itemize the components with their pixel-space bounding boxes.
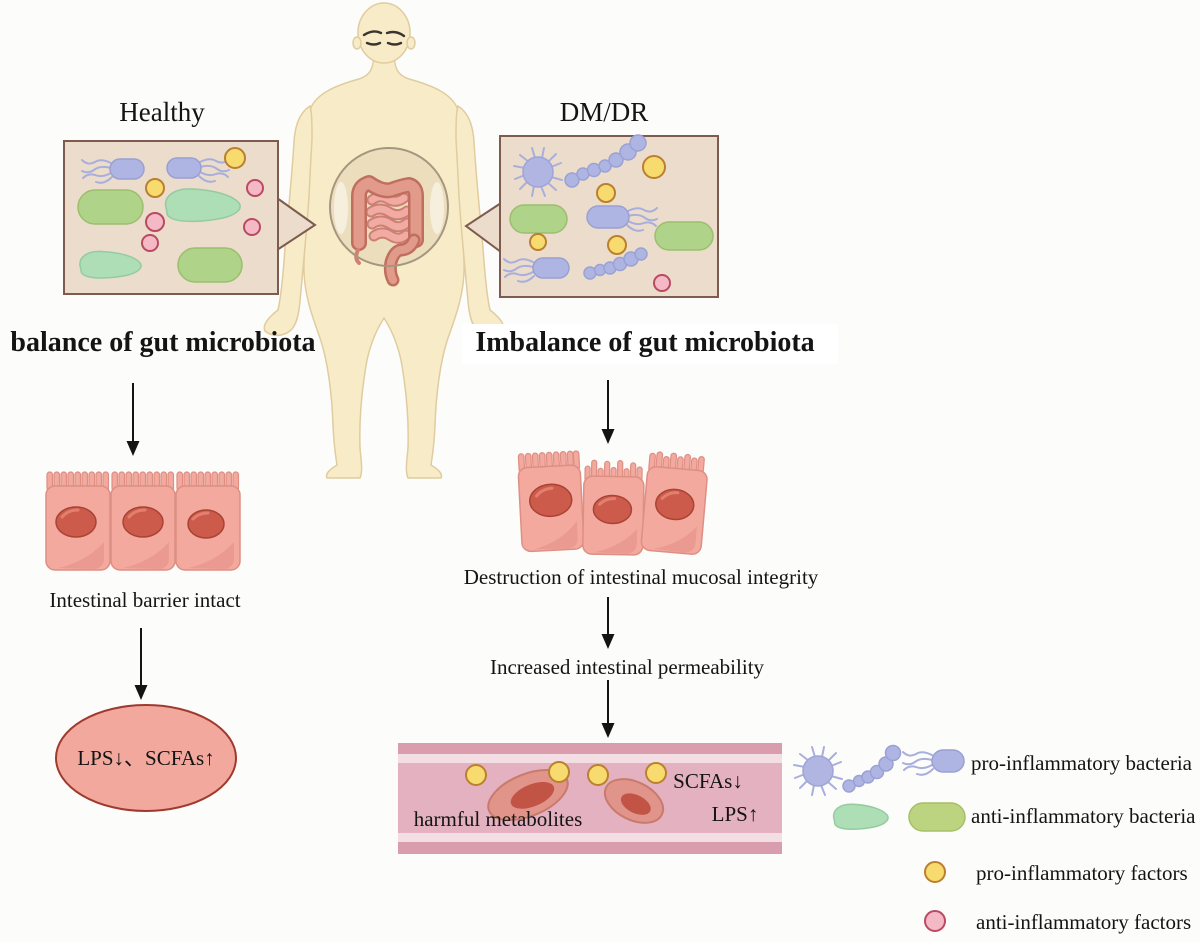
arrow-destruction-to-permeability: [601, 597, 615, 649]
healthy-gut-box: [63, 140, 279, 295]
anti-inflammatory-bacterium-icon: [509, 204, 568, 234]
lps-up-label: LPS↑: [711, 802, 759, 826]
dmdr-gut-box: [499, 134, 719, 298]
pro-inflammatory-bacterium-icon: [902, 749, 965, 776]
legend-icons: [793, 744, 966, 932]
anti-inflammatory-factor-icon: [924, 910, 946, 932]
human-right-ear: [406, 36, 416, 50]
pro-inflammatory-factor-icon: [465, 761, 667, 786]
anti-inflammatory-bacterium-icon: [654, 221, 714, 251]
pro-inflammatory-factor-icon: [924, 861, 946, 883]
dmdr-title: DM/DR: [559, 97, 649, 127]
anti-inflammatory-bacterium-icon: [908, 802, 966, 832]
pro-inflammatory-factor-icon: [642, 155, 666, 179]
legend-label-pro-factors: pro-inflammatory factors: [976, 861, 1188, 885]
imbalance-highlight: [462, 324, 838, 364]
spiky-bacterium-icon: [513, 147, 563, 197]
epithelial-cell: [110, 471, 176, 571]
spiky-bacterium-icon: [793, 746, 843, 796]
balance-label: balance of gut microbiota: [10, 327, 316, 358]
arrow-barrier-to-outcome: [134, 628, 148, 700]
legend-label-pro-bacteria: pro-inflammatory bacteria: [971, 751, 1192, 775]
pro-inflammatory-bacterium-icon: [81, 158, 145, 184]
destruction-caption: Destruction of intestinal mucosal integr…: [463, 565, 819, 589]
epithelial-cell-damaged: [517, 450, 585, 553]
pro-inflammatory-bacterium-icon: [586, 205, 658, 232]
harmful-metabolite-icon: [603, 778, 665, 824]
intact-barrier-illustration: [45, 471, 241, 571]
epithelial-cell-damaged: [582, 459, 645, 556]
damaged-barrier-illustration: [517, 450, 708, 556]
arrow-imbalance-to-destruction: [601, 380, 615, 444]
pro-inflammatory-factor-icon: [224, 147, 246, 169]
pro-inflammatory-bacterium-icon: [503, 257, 570, 283]
pro-inflammatory-factor-icon: [145, 178, 165, 198]
human-left-ear: [352, 36, 362, 50]
anti-inflammatory-factor-icon: [141, 234, 159, 252]
abdomen-magnifier: [329, 147, 449, 287]
scfas-down-label: SCFAs↓: [673, 769, 743, 793]
pro-inflammatory-bacterium-icon: [166, 157, 230, 183]
permeability-caption: Increased intestinal permeability: [489, 655, 765, 679]
intact-barrier-caption: Intestinal barrier intact: [49, 588, 241, 612]
human-face: [362, 30, 406, 46]
flow-arrows: [126, 380, 615, 738]
blood-vessel-illustration: [398, 743, 782, 854]
anti-inflammatory-factor-icon: [243, 218, 261, 236]
anti-inflammatory-factor-icon: [653, 274, 671, 292]
harmful-metabolites-label: harmful metabolites: [413, 807, 583, 831]
chain-bacteria-icon: [842, 744, 902, 793]
pro-inflammatory-factor-icon: [607, 235, 627, 255]
anti-inflammatory-bacterium-icon: [832, 803, 889, 831]
epithelial-cell-damaged: [640, 451, 708, 555]
human-head: [357, 2, 411, 64]
chain-bacteria-icon: [564, 134, 647, 188]
outcome-label: LPS↓、SCFAs↑: [77, 746, 215, 770]
arrow-balance-to-barrier: [126, 383, 140, 456]
healthy-title: Healthy: [119, 97, 205, 127]
anti-inflammatory-bacterium-icon: [164, 188, 241, 223]
anti-inflammatory-factor-icon: [145, 212, 165, 232]
epithelial-cell: [45, 471, 111, 571]
anti-inflammatory-bacterium-icon: [79, 250, 142, 279]
outcome-ellipse: [55, 704, 237, 812]
pro-inflammatory-factor-icon: [529, 233, 547, 251]
legend-label-anti-bacteria: anti-inflammatory bacteria: [971, 804, 1196, 828]
legend-label-anti-factors: anti-inflammatory factors: [976, 910, 1192, 934]
imbalance-label: Imbalance of gut microbiota: [475, 327, 815, 358]
arrow-permeability-to-vessel: [601, 680, 615, 738]
pro-inflammatory-factor-icon: [596, 183, 616, 203]
chain-bacteria-icon: [583, 247, 648, 280]
intestines-illustration: [351, 175, 424, 287]
anti-inflammatory-bacterium-icon: [77, 189, 144, 225]
anti-inflammatory-bacterium-icon: [177, 247, 243, 283]
anti-inflammatory-factor-icon: [246, 179, 264, 197]
epithelial-cell: [175, 471, 241, 571]
